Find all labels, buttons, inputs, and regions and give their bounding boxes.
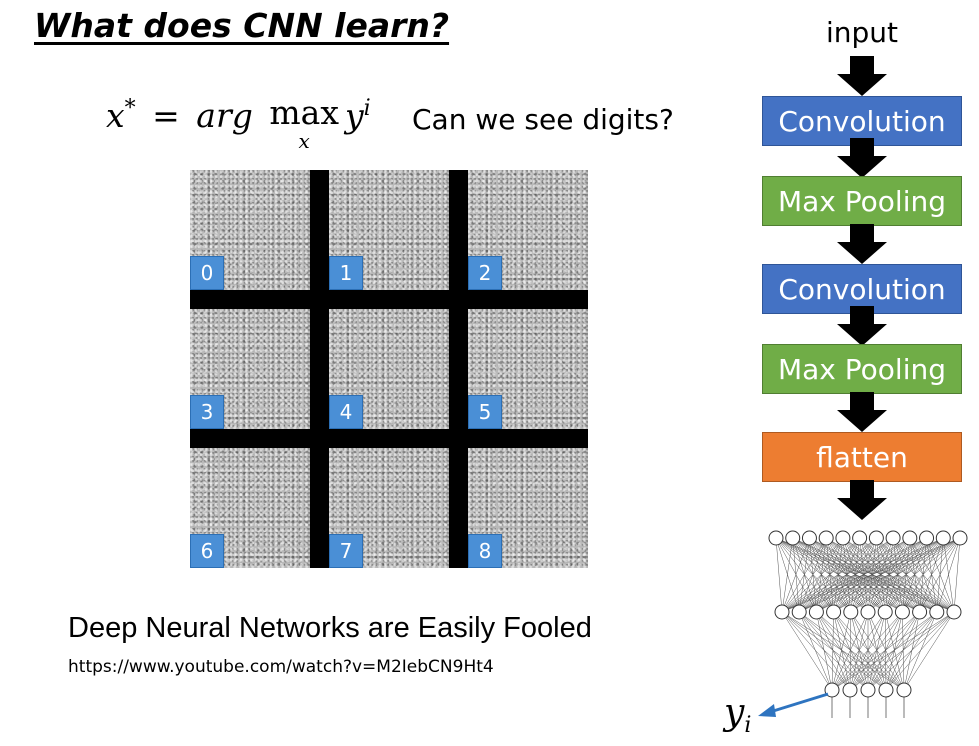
digit-tile: 4 [329,309,449,429]
pipeline-input-label: input [825,16,899,49]
down-arrow-icon [837,306,887,346]
digit-tile: 1 [329,170,449,290]
down-arrow-icon [837,224,887,264]
generated-digit-grid: 0 1 2 3 4 5 6 7 8 [190,170,588,568]
digit-tile: 5 [468,309,588,429]
digit-tile: 6 [190,448,310,568]
formula-var-sup: i [363,96,371,121]
reference-title: Deep Neural Networks are Easily Fooled [68,612,592,644]
reference-url[interactable]: https://www.youtube.com/watch?v=M2IebCN9… [68,657,494,677]
down-arrow-icon [837,138,887,178]
pipeline-block-max-pooling: Max Pooling [762,176,962,226]
digit-badge: 7 [329,534,363,568]
digit-badge: 8 [468,534,502,568]
digit-badge: 5 [468,395,502,429]
digit-badge: 3 [190,395,224,429]
pipeline-block-convolution: Convolution [762,96,962,146]
question-text: Can we see digits? [412,103,674,136]
digit-badge: 4 [329,395,363,429]
output-var: y [724,692,745,733]
output-arrow-icon [758,692,829,717]
formula-equals: = [152,96,180,135]
digit-badge: 6 [190,534,224,568]
formula-var: y [344,96,364,135]
formula-func: arg [196,96,253,135]
pipeline-block-flatten: flatten [762,432,962,482]
digit-tile: 8 [468,448,588,568]
digit-badge: 0 [190,256,224,290]
pipeline-block-max-pooling-2: Max Pooling [762,344,962,394]
down-arrow-icon [837,56,887,96]
digit-tile: 3 [190,309,310,429]
formula-max: max x [269,96,339,151]
down-arrow-icon [837,392,887,432]
argmax-formula: x* = arg max x yi [106,96,371,151]
digit-badge: 1 [329,256,363,290]
digit-badge: 2 [468,256,502,290]
formula-lhs: x [106,96,125,135]
formula-lhs-sup: * [124,96,136,121]
formula-op: max [269,93,339,132]
formula-op-sub: x [298,129,310,153]
digit-tile: 7 [329,448,449,568]
output-label: yi [724,692,751,738]
fully-connected-network-icon [768,530,968,718]
digit-tile: 0 [190,170,310,290]
slide-title: What does CNN learn? [34,6,450,45]
output-sub: i [744,713,752,739]
digit-tile: 2 [468,170,588,290]
down-arrow-icon [837,480,887,520]
